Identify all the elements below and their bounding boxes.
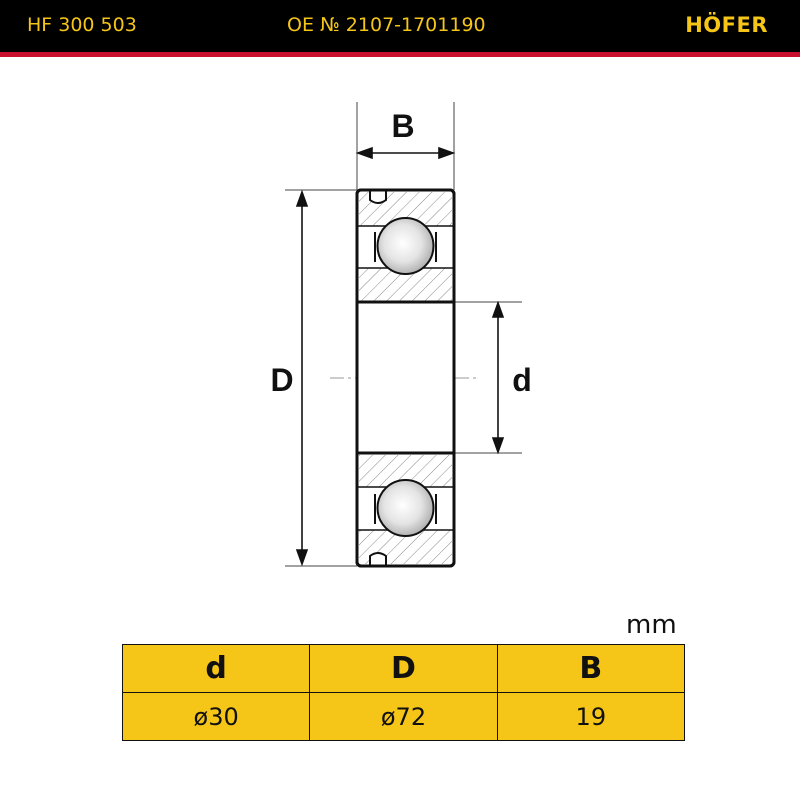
header-outer-diameter: D (309, 644, 498, 693)
value-inner-diameter: ø30 (121, 692, 311, 741)
bearing-cross-section (355, 188, 456, 568)
extension-lines (285, 102, 522, 567)
value-width: 19 (496, 692, 686, 741)
table-row: ø30 ø72 19 (121, 692, 686, 741)
unit-label: mm (626, 610, 677, 640)
header-bar (0, 0, 800, 52)
snap-ring-groove-upper (369, 190, 387, 204)
table-header-row: d D B (121, 644, 686, 693)
label-width-b: B (391, 108, 414, 144)
dimensions-table: d D B ø30 ø72 19 (121, 644, 686, 741)
header-accent-stripe (0, 52, 800, 57)
header-width: B (496, 644, 686, 693)
label-inner-diameter-d: d (512, 362, 532, 398)
label-outer-diameter-d: D (270, 362, 293, 398)
oe-number: OE № 2107-1701190 (287, 14, 486, 36)
header-inner-diameter: d (121, 644, 311, 693)
dimension-lines (295, 146, 505, 567)
part-number: HF 300 503 (27, 14, 137, 36)
ball-upper (376, 217, 435, 275)
ball-lower (376, 479, 435, 537)
value-outer-diameter: ø72 (309, 692, 498, 741)
brand-logo: HÖFER (685, 13, 768, 37)
snap-ring-groove-lower (369, 552, 387, 566)
